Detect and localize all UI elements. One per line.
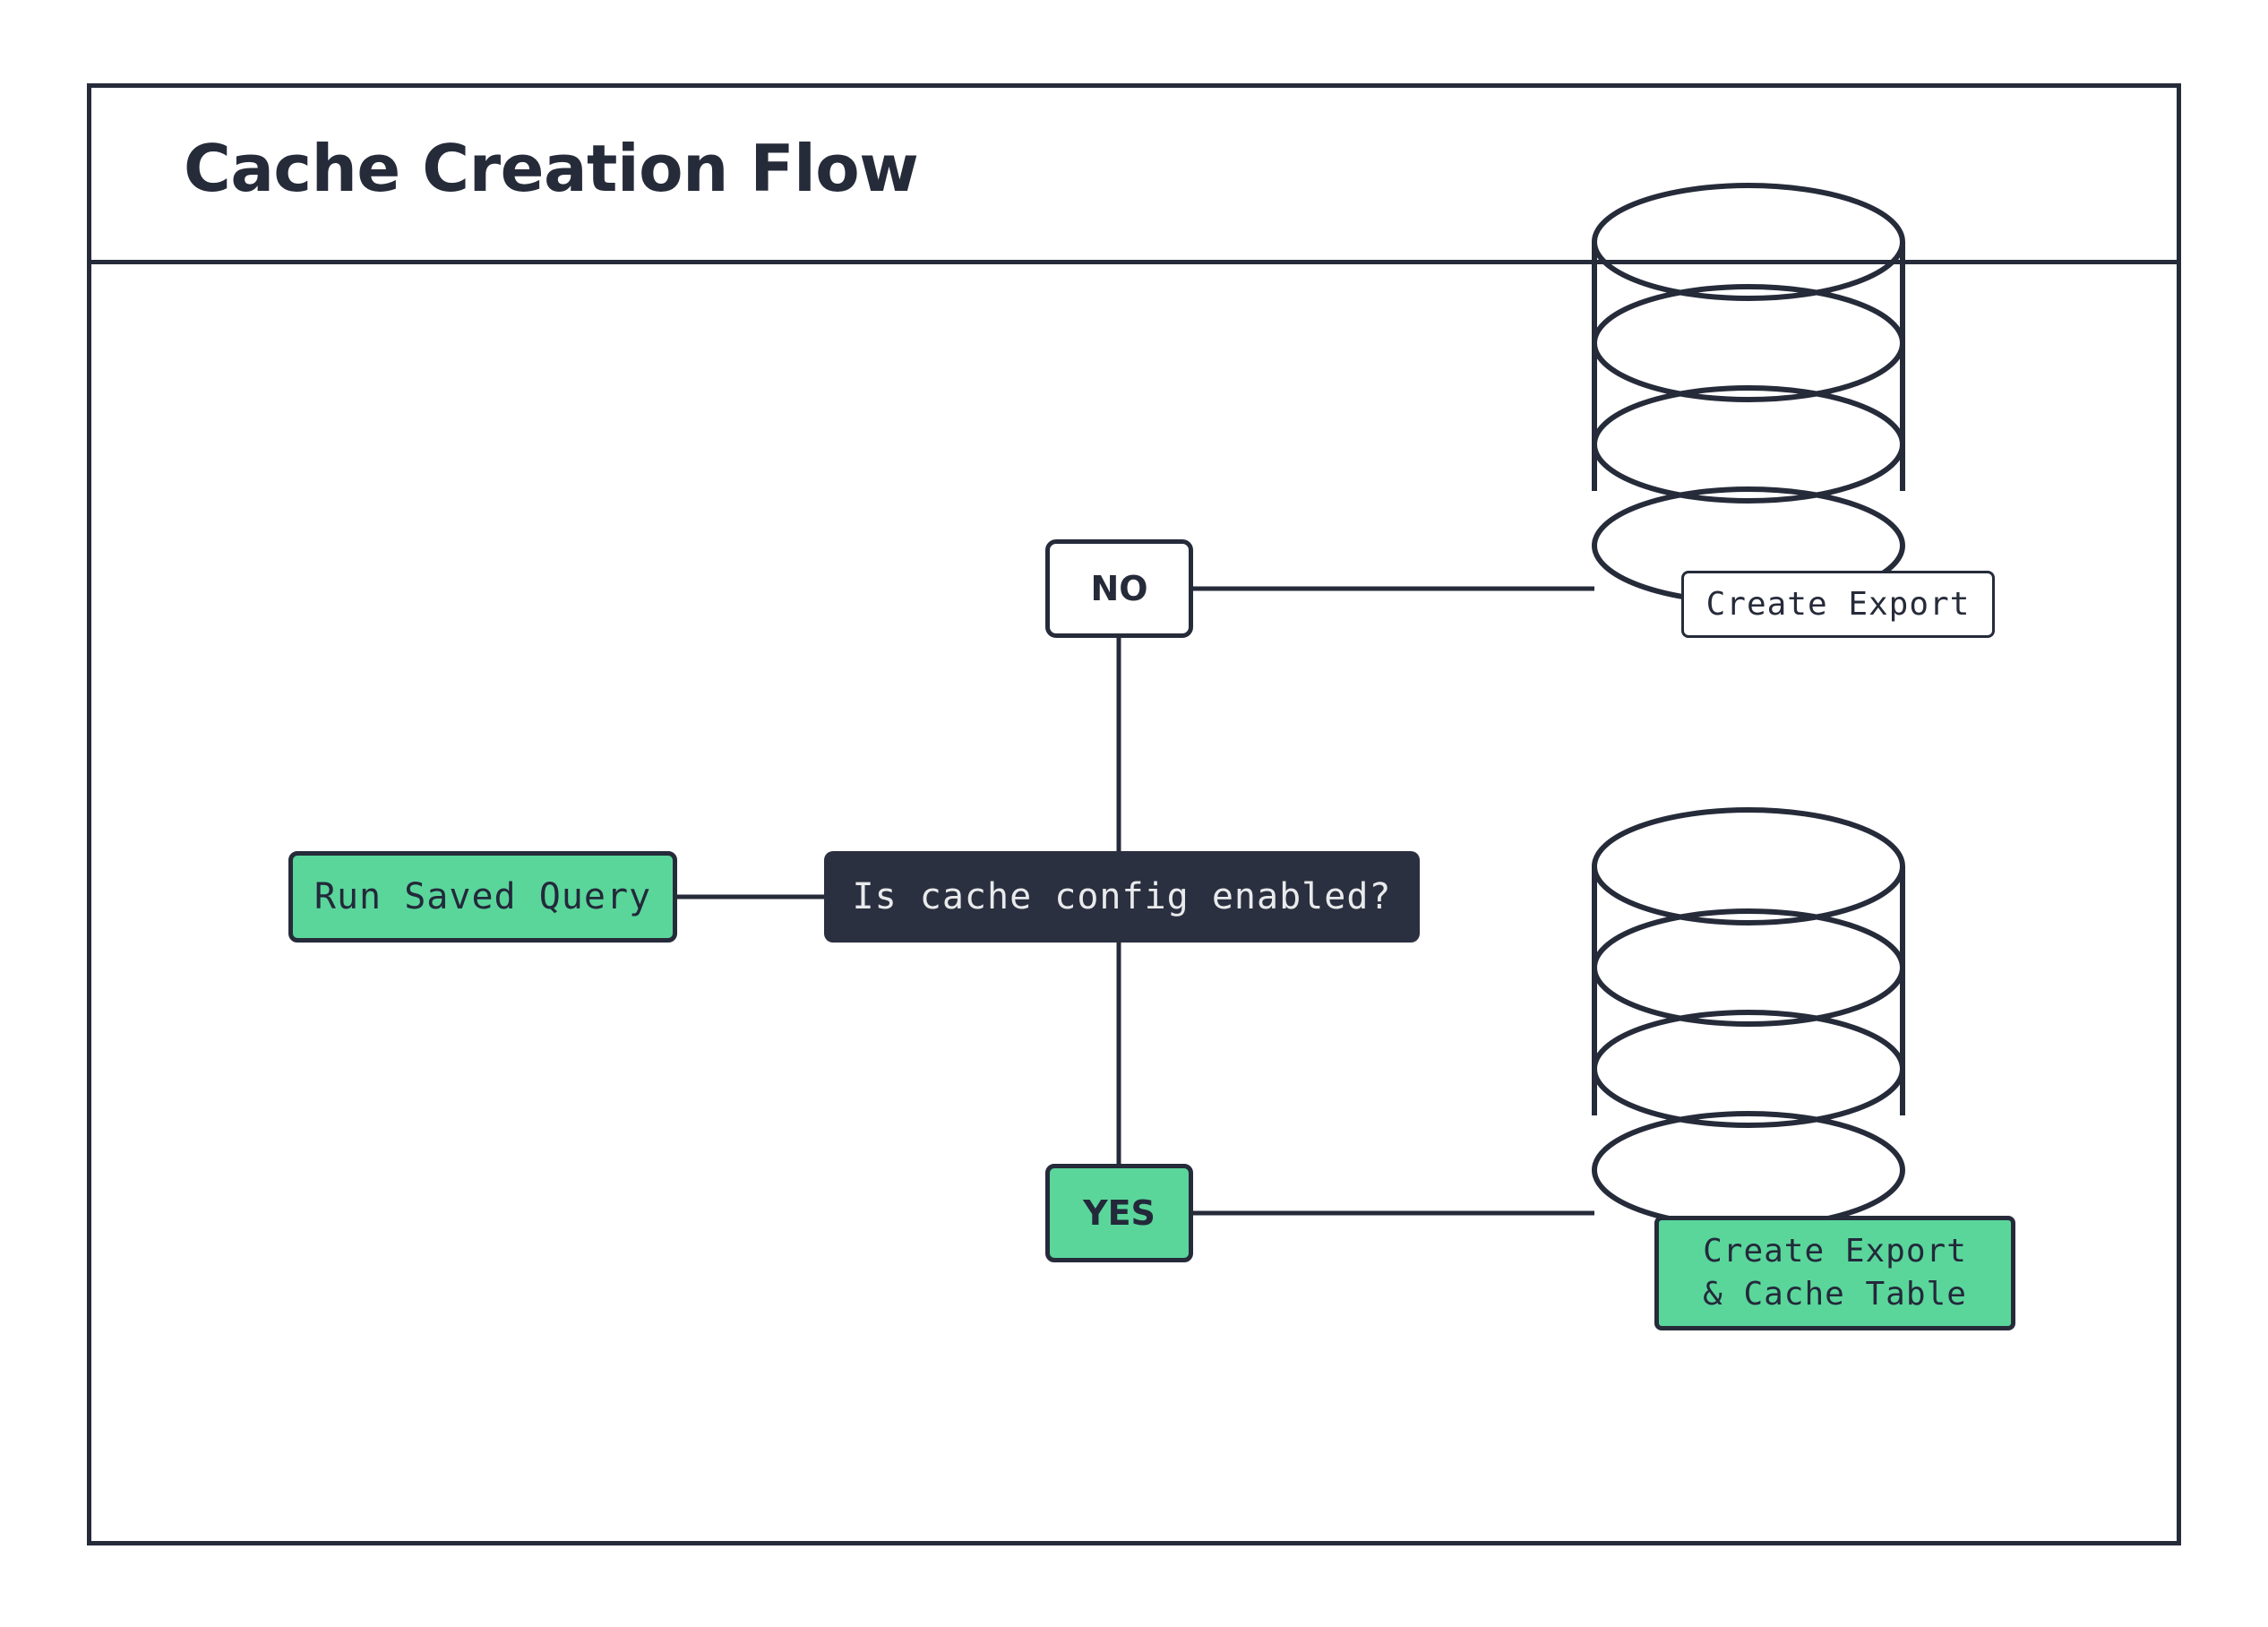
database-cylinder-bottom — [1592, 807, 1905, 1229]
diagram-frame: Cache Creation Flow — [87, 83, 2181, 1545]
node-run-saved-query[interactable]: Run Saved Query — [288, 851, 677, 943]
node-create-export[interactable]: Create Export — [1681, 571, 1995, 638]
node-decision-cache-config[interactable]: Is cache config enabled? — [824, 851, 1420, 943]
diagram-header: Cache Creation Flow — [91, 88, 2177, 264]
page-title: Cache Creation Flow — [184, 131, 919, 206]
node-branch-no[interactable]: NO — [1045, 539, 1193, 638]
node-create-export-and-cache-table[interactable]: Create Export & Cache Table — [1654, 1216, 2015, 1330]
node-branch-yes[interactable]: YES — [1045, 1164, 1193, 1262]
